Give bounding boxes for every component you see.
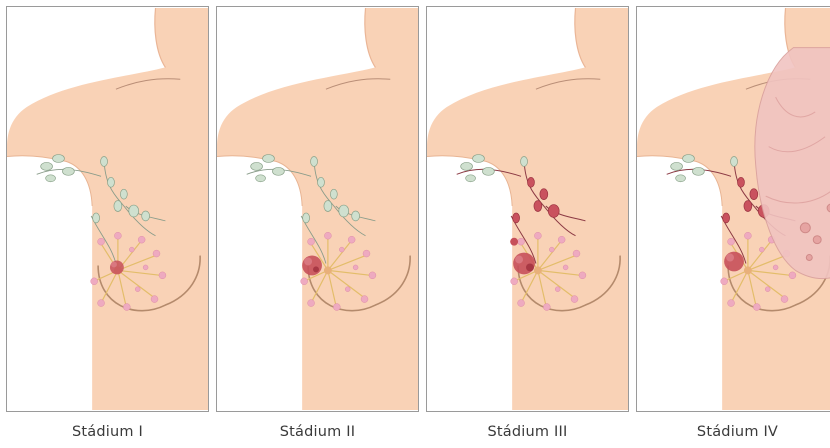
stage-4-illustration <box>637 7 830 411</box>
stage-3-caption: Stádium III <box>426 424 629 440</box>
stage-2-illustration <box>217 7 418 411</box>
stage-3-panel <box>426 6 629 412</box>
stage-3-illustration <box>427 7 628 411</box>
tumor-large <box>724 252 744 272</box>
stage-1-caption: Stádium I <box>6 424 209 440</box>
stage-4-panel <box>636 6 830 412</box>
stage-2-caption: Stádium II <box>216 424 419 440</box>
tumor-medium <box>302 256 322 276</box>
stage-1-panel <box>6 6 209 412</box>
tumor-small <box>110 260 124 274</box>
stage-2-panel <box>216 6 419 412</box>
stage-1-illustration <box>7 7 208 411</box>
stage-4-caption: Stádium IV <box>636 424 830 440</box>
